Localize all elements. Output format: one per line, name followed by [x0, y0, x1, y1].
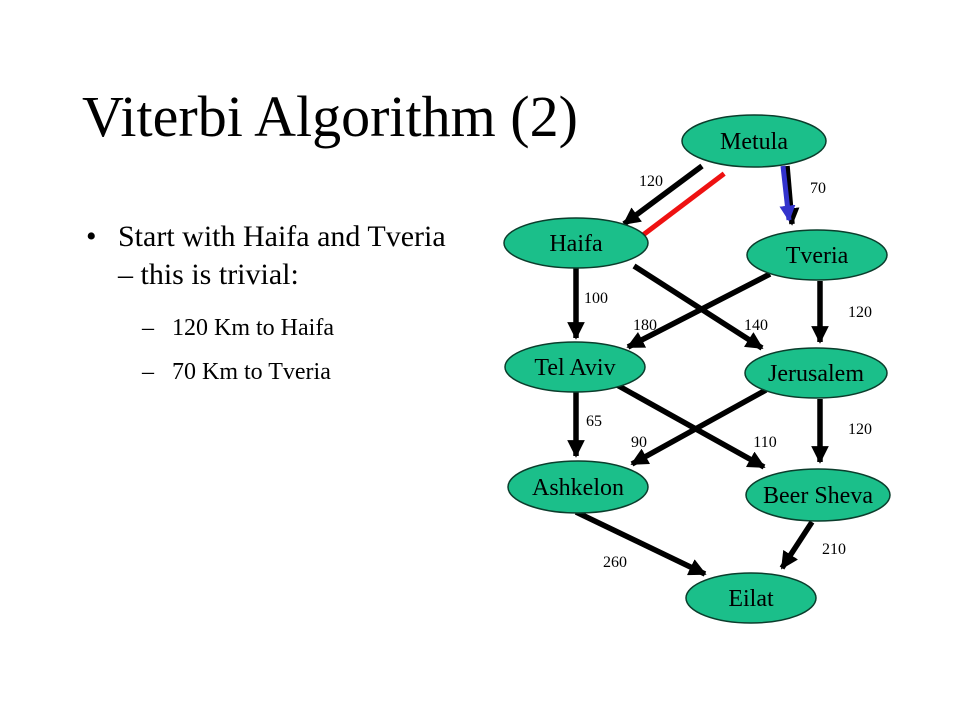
edge-haifa-jerusalem: 140 — [632, 263, 768, 351]
node-ellipse — [744, 347, 888, 399]
edge-arrow — [626, 271, 772, 350]
edge-arrow — [615, 382, 766, 470]
edge-arrow — [630, 387, 768, 467]
node-ellipse — [685, 572, 817, 624]
edge-highlight-blue — [779, 165, 796, 222]
sub-bullet-text: 120 Km to Haifa — [172, 315, 334, 341]
edge-jerusalem-beersheva: 120 — [811, 399, 872, 464]
edge-weight-label: 70 — [810, 180, 826, 197]
sub-bullet-list: – 120 Km to Haifa – 70 Km to Tveria — [86, 306, 466, 394]
node-label: Ashkelon — [532, 475, 624, 501]
node-label: Tveria — [786, 243, 849, 269]
edge-jerusalem-ashkelon: 90 — [630, 387, 768, 467]
node-ellipse — [503, 217, 649, 269]
edge-tveria-telaviv: 180 — [626, 271, 772, 350]
dash-marker: – — [142, 359, 154, 385]
node-ellipse — [746, 229, 888, 281]
edge-weight-label: 110 — [753, 434, 776, 451]
sub-bullet-tveria: – 70 Km to Tveria — [142, 350, 466, 394]
bullet-item: • Start with Haifa and Tveria – this is … — [86, 218, 466, 294]
bullet-marker: • — [86, 220, 97, 253]
edge-metula-haifa: 120 — [622, 163, 726, 238]
node-metula: Metula — [681, 114, 827, 168]
node-jerusalem: Jerusalem — [744, 347, 888, 399]
edge-weight-label: 120 — [848, 421, 872, 438]
node-eilat: Eilat — [685, 572, 817, 624]
edge-arrow — [779, 520, 815, 570]
node-ellipse — [745, 468, 891, 522]
node-label: Beer Sheva — [763, 483, 873, 509]
edge-weight-label: 260 — [603, 554, 627, 571]
edge-metula-tveria: 70 — [779, 165, 826, 226]
edge-arrow — [622, 163, 704, 227]
slide-title: Viterbi Algorithm (2) — [82, 84, 578, 149]
bullet-list: • Start with Haifa and Tveria – this is … — [86, 218, 466, 394]
node-ellipse — [681, 114, 827, 168]
node-label: Haifa — [549, 231, 603, 257]
edge-weight-label: 90 — [631, 434, 647, 451]
edge-weight-label: 120 — [848, 304, 872, 321]
node-tveria: Tveria — [746, 229, 888, 281]
edge-weight-label: 140 — [744, 317, 768, 334]
edge-weight-label: 65 — [586, 413, 602, 430]
edge-beersheva-eilat: 210 — [779, 520, 846, 570]
node-beersheva: Beer Sheva — [745, 468, 891, 522]
dash-marker: – — [142, 315, 154, 341]
edge-weight-label: 210 — [822, 541, 846, 558]
edge-arrow — [632, 263, 764, 351]
node-label: Tel Aviv — [534, 355, 615, 381]
edge-weight-label: 120 — [639, 173, 663, 190]
edge-haifa-telaviv: 100 — [567, 268, 608, 340]
node-ellipse — [504, 341, 646, 393]
edge-weight-label: 100 — [584, 290, 608, 307]
node-label: Jerusalem — [768, 361, 864, 387]
node-ellipse — [507, 460, 649, 514]
edge-ashkelon-eilat: 260 — [574, 509, 707, 577]
edge-telaviv-ashkelon: 65 — [567, 392, 602, 458]
bullet-text: Start with Haifa and Tveria – this is tr… — [118, 220, 446, 291]
edge-weight-label: 180 — [633, 317, 657, 334]
edges-layer: 120 70 100 140 180 120 65 110 90 120 260 210 — [567, 163, 872, 577]
edge-highlight-red — [640, 171, 726, 238]
node-haifa: Haifa — [503, 217, 649, 269]
sub-bullet-text: 70 Km to Tveria — [172, 359, 331, 385]
edge-tveria-jerusalem: 120 — [811, 281, 872, 344]
node-label: Eilat — [728, 586, 774, 612]
edge-arrow — [574, 509, 707, 577]
node-label: Metula — [720, 129, 788, 155]
edge-telaviv-beersheva: 110 — [615, 382, 777, 470]
node-telaviv: Tel Aviv — [504, 341, 646, 393]
node-ashkelon: Ashkelon — [507, 460, 649, 514]
sub-bullet-haifa: – 120 Km to Haifa — [142, 306, 466, 350]
